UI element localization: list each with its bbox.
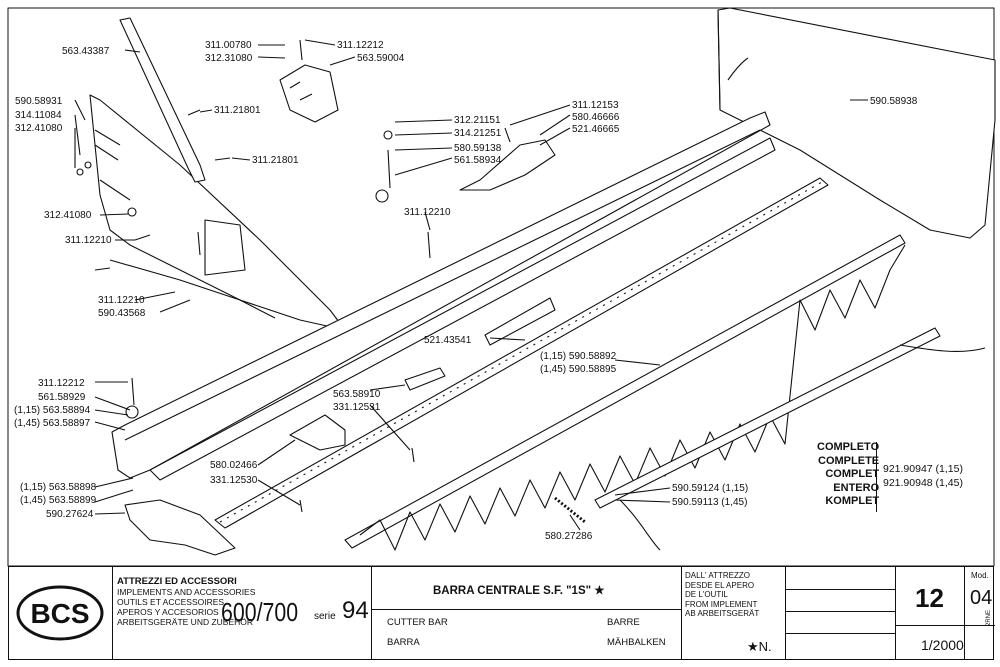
complete-code: 921.90948 (1,45) <box>883 477 963 489</box>
title-block: BCS ATTREZZI ED ACCESSORI IMPLEMENTS AND… <box>8 566 995 660</box>
callout-label: 311.12212 <box>337 40 384 51</box>
complete-lang: KOMPLET <box>825 495 880 507</box>
complete-kit-divider <box>876 442 877 512</box>
callout-label: 311.12210 <box>65 235 112 246</box>
callout-label: 331.12531 <box>333 402 381 413</box>
category-line: ATTREZZI ED ACCESSORI <box>117 576 237 587</box>
complete-lang: COMPLET <box>825 468 880 480</box>
callout-label: 314.21251 <box>454 128 502 139</box>
callout-label: 331.12530 <box>210 475 258 486</box>
from-line: FROM IMPLEMENT <box>685 599 758 609</box>
serie-label: serie <box>314 611 336 622</box>
complete-kit-languages: COMPLETO COMPLETE COMPLET ENTERO KOMPLET <box>817 441 879 509</box>
callout-label: (1,45) 590.58895 <box>540 364 617 375</box>
complete-lang: COMPLETE <box>818 454 880 467</box>
bcs-logo: BCS <box>16 585 104 641</box>
callout-label: 580.46666 <box>572 112 620 123</box>
callout-label: 312.41080 <box>15 123 63 134</box>
callout-label: (1,15) 590.58892 <box>540 351 617 362</box>
logo-text: BCS <box>30 598 89 629</box>
callout-label: 311.12210 <box>98 295 145 306</box>
from-implement-list: DALL' ATTREZZO DESDE EL APERO DE L'OUTIL… <box>685 571 759 619</box>
callout-label: 590.58938 <box>870 96 918 107</box>
category-line: APEROS Y ACCESORIOS <box>117 607 219 617</box>
complete-lang: ENTERO <box>833 481 880 494</box>
category-line: OUTILS ET ACCESSOIRES <box>117 597 225 607</box>
divider <box>785 611 895 612</box>
divider <box>112 567 113 659</box>
callout-label: 590.43568 <box>98 308 146 319</box>
divider <box>785 567 786 659</box>
mod-number: 04 <box>970 587 993 609</box>
divider <box>371 609 681 610</box>
callout-label: (1,15) 563.58894 <box>14 405 91 416</box>
divider <box>785 633 895 634</box>
complete-kit-codes: 921.90947 (1,15) 921.90948 (1,45) <box>883 462 963 490</box>
divider <box>895 567 896 659</box>
issue-date: 1/2000 <box>921 637 964 653</box>
callout-label: 580.02466 <box>210 460 258 471</box>
name-es: BARRA <box>387 637 420 648</box>
from-line: DESDE EL APERO <box>685 580 755 590</box>
corner-code: 2RNE <box>986 609 992 626</box>
from-line: AB ARBEITSGERÄT <box>685 609 760 618</box>
callout-label: 314.11084 <box>15 110 62 121</box>
callout-label: 311.12210 <box>404 207 451 218</box>
callout-label: 590.27624 <box>46 509 94 520</box>
category-line: IMPLEMENTS AND ACCESSORIES <box>117 587 256 597</box>
category-list: ATTREZZI ED ACCESSORI IMPLEMENTS AND ACC… <box>117 576 256 628</box>
callout-label: 561.58929 <box>38 392 86 403</box>
from-line: DE L'OUTIL <box>685 590 728 599</box>
drawing-title: BARRA CENTRALE S.F. "1S" ★ <box>433 585 605 597</box>
callout-label: (1,45) 563.58899 <box>20 495 97 506</box>
callout-label: 312.21151 <box>454 115 501 126</box>
name-de: MÄHBALKEN <box>607 637 666 648</box>
callout-label: 521.46665 <box>572 124 620 135</box>
callout-label: 312.41080 <box>44 210 92 221</box>
callout-label: 563.58910 <box>333 389 381 400</box>
mod-label: Mod. <box>971 571 989 580</box>
divider <box>964 567 965 659</box>
table-number: 12 <box>915 583 944 613</box>
name-en: CUTTER BAR <box>387 617 448 628</box>
complete-code: 921.90947 (1,15) <box>883 463 963 475</box>
callout-label: 590.59124 (1,15) <box>672 483 748 494</box>
callout-label: (1,15) 563.58898 <box>20 482 97 493</box>
callout-label: 561.58934 <box>454 155 502 166</box>
model-number: 600/700 <box>221 597 299 627</box>
category-line: ARBEITSGERÄTE UND ZUBEHÖR <box>117 617 254 627</box>
callout-label: 312.31080 <box>205 53 253 64</box>
callout-label: 311.21801 <box>214 105 261 116</box>
callout-label: 311.21801 <box>252 155 299 166</box>
callout-label: 311.12153 <box>572 100 619 111</box>
callout-label: (1,45) 563.58897 <box>14 418 91 429</box>
divider <box>785 589 895 590</box>
divider <box>895 625 995 626</box>
divider <box>681 567 682 659</box>
callout-label: 563.43387 <box>62 46 110 57</box>
from-line: DALL' ATTREZZO <box>685 571 750 580</box>
callout-label: 563.59004 <box>357 53 405 64</box>
divider <box>371 567 372 659</box>
callout-label: 311.00780 <box>205 40 252 51</box>
name-fr: BARRE <box>607 617 640 628</box>
callout-label: 311.12212 <box>38 378 85 389</box>
callout-label: 590.58931 <box>15 96 63 107</box>
serial-number-mark: ★N. <box>747 639 772 654</box>
callout-label: 580.59138 <box>454 143 502 154</box>
callout-label: 521.43541 <box>424 335 472 346</box>
complete-lang: COMPLETO <box>817 441 880 453</box>
serie-number: 94 <box>342 597 369 624</box>
callout-label: 580.27286 <box>545 531 593 542</box>
callout-label: 590.59113 (1,45) <box>672 497 747 508</box>
